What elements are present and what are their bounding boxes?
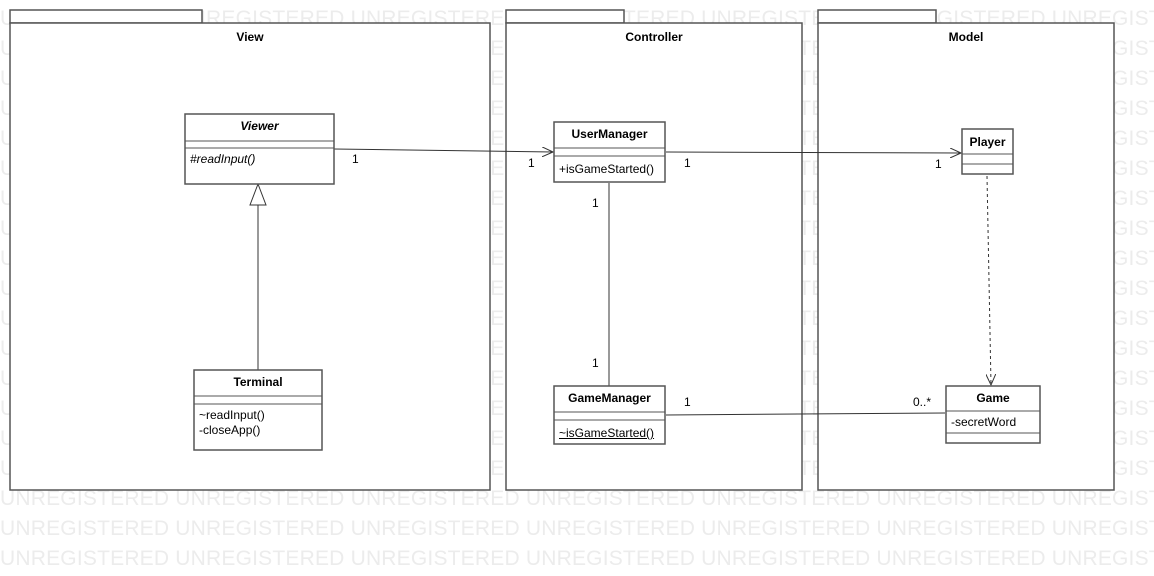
- class-user-manager-operation: +isGameStarted(): [559, 162, 655, 176]
- class-user-manager[interactable]: [553, 121, 666, 183]
- class-terminal-name: Terminal: [233, 375, 283, 389]
- class-game-name: Game: [976, 391, 1010, 405]
- multiplicity-label: 1: [684, 395, 691, 409]
- package-model-title: Model: [948, 30, 984, 44]
- generalization-arrowhead: [249, 182, 267, 206]
- class-game-manager-name: GameManager: [568, 391, 651, 405]
- class-viewer-operation: #readInput(): [190, 152, 256, 166]
- association-viewer-usermanager[interactable]: [333, 149, 553, 152]
- watermark-row: UNREGISTERED UNREGISTERED UNREGISTERED U…: [0, 547, 1154, 570]
- class-player[interactable]: [961, 128, 1014, 175]
- package-view-title: View: [236, 30, 264, 44]
- class-viewer[interactable]: [184, 113, 335, 185]
- class-game-manager[interactable]: [553, 385, 666, 445]
- class-game-attribute: -secretWord: [951, 415, 1017, 429]
- multiplicity-label: 1: [684, 156, 691, 170]
- class-user-manager-name: UserManager: [571, 127, 648, 141]
- watermark-row: UNREGISTERED UNREGISTERED UNREGISTERED U…: [0, 487, 1154, 510]
- multiplicity-label: 1: [592, 196, 599, 210]
- multiplicity-label: 1: [935, 157, 942, 171]
- class-game-manager-operation: ~isGameStarted(): [559, 426, 655, 440]
- package-controller-title: Controller: [625, 30, 683, 44]
- association-gamemanager-game[interactable]: [665, 412, 946, 416]
- multiplicity-label: 1: [528, 156, 535, 170]
- association-usermanager-player[interactable]: [665, 152, 961, 153]
- class-player-name: Player: [969, 135, 1006, 149]
- watermark-row: UNREGISTERED UNREGISTERED UNREGISTERED U…: [0, 517, 1154, 540]
- class-terminal-operation: ~readInput(): [199, 408, 265, 422]
- multiplicity-label: 1: [592, 356, 599, 370]
- class-terminal-operation: -closeApp(): [199, 423, 261, 437]
- multiplicity-label: 1: [352, 152, 359, 166]
- class-terminal[interactable]: [193, 369, 323, 451]
- class-game[interactable]: [945, 385, 1041, 444]
- dependency-player-game[interactable]: [987, 175, 991, 385]
- multiplicity-label: 0..*: [913, 395, 932, 409]
- class-viewer-name: Viewer: [240, 119, 279, 133]
